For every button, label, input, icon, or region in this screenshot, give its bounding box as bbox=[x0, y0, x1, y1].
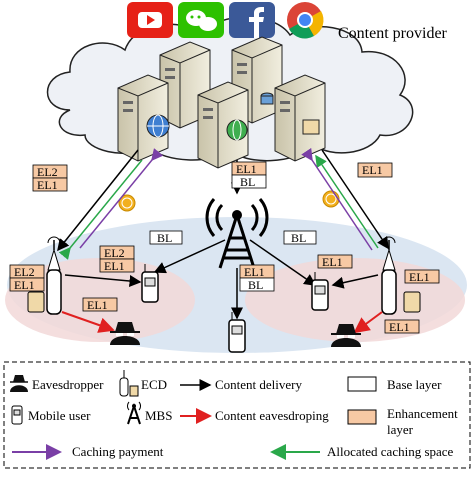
server-icon bbox=[197, 81, 249, 169]
legend: Eavesdropper ECD Content delivery Base l… bbox=[3, 361, 471, 469]
bl-label: BL bbox=[248, 278, 263, 292]
legend-content-delivery: Content delivery bbox=[215, 377, 303, 392]
svg-text:EL1: EL1 bbox=[322, 255, 343, 269]
eavesdrop-arrow bbox=[353, 311, 383, 334]
delivery-arrow bbox=[321, 149, 389, 250]
legend-mobile-user: Mobile user bbox=[28, 408, 91, 423]
legend-enhancement-1: Enhancement bbox=[387, 406, 458, 421]
wechat-icon bbox=[178, 2, 224, 38]
mobile-user-icon bbox=[141, 264, 159, 303]
eavesdropper-icon bbox=[331, 324, 361, 347]
youtube-icon bbox=[127, 2, 173, 38]
coin-icon bbox=[322, 190, 340, 208]
globe-icon bbox=[146, 114, 170, 138]
el-label: EL1 bbox=[404, 269, 440, 284]
el1-label: EL1 bbox=[104, 259, 125, 273]
bl-label: BL bbox=[283, 230, 317, 245]
legend-base-swatch bbox=[347, 376, 377, 392]
mobile-user-icon bbox=[311, 272, 329, 311]
payment-arrow bbox=[301, 147, 373, 251]
cloud-title: Content provider bbox=[338, 25, 448, 42]
el-label-group: EL2 EL1 bbox=[9, 264, 45, 292]
legend-allocated-caching-space: Allocated caching space bbox=[327, 444, 454, 459]
svg-text:EL1: EL1 bbox=[409, 270, 430, 284]
facebook-icon bbox=[229, 2, 275, 38]
bl-label: BL bbox=[240, 175, 255, 189]
el-label-group: EL2 EL1 bbox=[32, 164, 68, 192]
legend-base-layer: Base layer bbox=[387, 377, 442, 392]
svg-text:BL: BL bbox=[157, 231, 172, 245]
el-bl-label-group: EL1 BL bbox=[239, 264, 275, 292]
legend-mbs: MBS bbox=[145, 408, 172, 423]
server-icon bbox=[274, 74, 326, 162]
el2-label: EL2 bbox=[14, 265, 35, 279]
eavesdrop-arrow bbox=[61, 311, 115, 333]
allocation-arrow bbox=[315, 154, 379, 249]
globe-icon bbox=[226, 119, 248, 141]
el2-label: EL2 bbox=[37, 165, 58, 179]
mbs-tower-icon bbox=[127, 401, 141, 425]
payment-arrow bbox=[79, 148, 164, 249]
delivery-arrow bbox=[57, 149, 139, 252]
eavesdropper-icon bbox=[110, 322, 140, 345]
el1-label: EL1 bbox=[14, 278, 35, 292]
bl-label: BL bbox=[149, 230, 183, 245]
legend-ecd: ECD bbox=[141, 377, 167, 392]
legend-eavesdropper: Eavesdropper bbox=[32, 377, 104, 392]
legend-caching-payment: Caching payment bbox=[72, 444, 164, 459]
el2-label: EL2 bbox=[104, 246, 125, 260]
el-label-group: EL2 EL1 bbox=[99, 245, 135, 273]
legend-content-eavesdropping: Content eavesdroping bbox=[215, 408, 329, 423]
el1-label: EL1 bbox=[37, 178, 58, 192]
svg-text:BL: BL bbox=[291, 231, 306, 245]
el-label-group: EL1 bbox=[357, 162, 393, 178]
delivery-arrow bbox=[64, 274, 142, 287]
allocation-arrow bbox=[58, 159, 143, 260]
svg-text:EL1: EL1 bbox=[87, 298, 108, 312]
el1-label: EL1 bbox=[236, 162, 257, 176]
ecd-icon bbox=[381, 236, 421, 315]
delivery-arrow bbox=[331, 274, 379, 289]
el1-label: EL1 bbox=[362, 163, 383, 177]
legend-enhancement-2: layer bbox=[387, 422, 414, 437]
coin-icon bbox=[118, 194, 136, 212]
chrome-icon bbox=[287, 2, 324, 39]
delivery-arrow bbox=[153, 239, 226, 274]
ecd-icon bbox=[119, 370, 139, 397]
delivery-arrow bbox=[249, 239, 317, 286]
mbs-tower-icon bbox=[205, 198, 269, 269]
el-bl-label-group: EL1 BL bbox=[231, 161, 267, 189]
mobile-user-icon bbox=[11, 405, 23, 425]
ecd-icon bbox=[27, 236, 62, 315]
legend-enhancement-swatch bbox=[347, 409, 377, 425]
el-label: EL1 bbox=[384, 319, 420, 334]
el-label: EL1 bbox=[317, 254, 353, 269]
server-icon bbox=[117, 74, 169, 162]
el1-label: EL1 bbox=[244, 265, 265, 279]
svg-text:EL1: EL1 bbox=[389, 320, 410, 334]
mobile-user-icon bbox=[228, 312, 246, 353]
eavesdropper-icon bbox=[10, 375, 28, 392]
el-label: EL1 bbox=[82, 297, 118, 312]
